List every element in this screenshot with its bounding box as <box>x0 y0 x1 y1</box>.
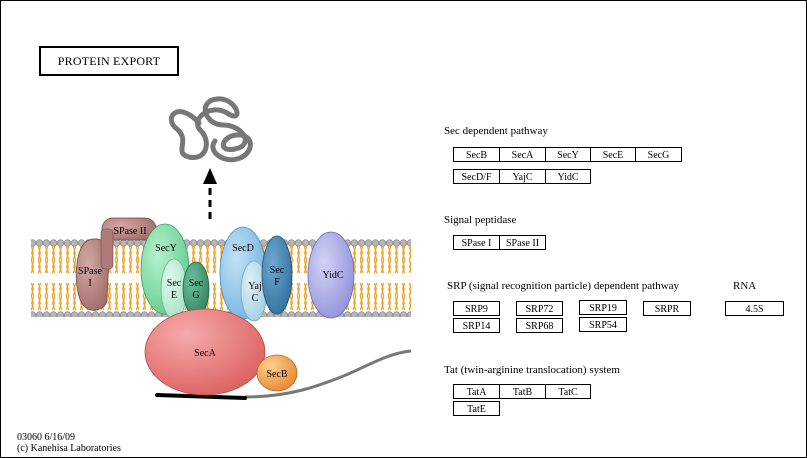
label-secy: SecY <box>155 243 177 254</box>
label-secb: SecB <box>266 369 287 380</box>
protein-export-diagram: SPase II SPase I SecY Sec E Sec G SecD Y… <box>31 96 412 400</box>
gene-srp72[interactable]: SRP72 <box>516 301 563 316</box>
label-yajc-b: C <box>252 293 259 304</box>
copyright: (c) Kanehisa Laboratories <box>17 443 121 454</box>
label-spase1-a: SPase <box>78 266 102 277</box>
label-yajc-a: Yaj <box>248 281 261 292</box>
label-secf-a: Sec <box>270 265 285 276</box>
protein-yidc[interactable] <box>307 231 355 319</box>
gene-secy[interactable]: SecY <box>545 147 591 162</box>
gene-tate[interactable]: TatE <box>453 401 500 416</box>
label-secf-b: F <box>274 277 280 288</box>
protein-seca[interactable] <box>144 308 266 396</box>
gene-yidc[interactable]: YidC <box>545 169 591 184</box>
protein-secb[interactable] <box>256 354 298 392</box>
gene-srp9[interactable]: SRP9 <box>453 301 500 316</box>
label-spase1-b: I <box>88 278 91 289</box>
label-secd: SecD <box>232 243 254 254</box>
protein-secg[interactable] <box>182 261 210 317</box>
gene-4-5s[interactable]: 4.5S <box>725 301 784 316</box>
gene-secdf[interactable]: SecD/F <box>453 169 500 184</box>
section-label-sec: Sec dependent pathway <box>444 125 548 137</box>
gene-yajc[interactable]: YajC <box>499 169 546 184</box>
gene-spase2[interactable]: SPase II <box>499 235 546 250</box>
section-label-spase: Signal peptidase <box>444 214 517 226</box>
gene-tata[interactable]: TatA <box>453 384 500 399</box>
protein-secf[interactable] <box>261 235 293 315</box>
gene-secg[interactable]: SecG <box>635 147 682 162</box>
gene-tatc[interactable]: TatC <box>545 384 591 399</box>
gene-spase1[interactable]: SPase I <box>453 235 500 250</box>
label-seca: SecA <box>194 348 216 359</box>
gene-sece[interactable]: SecE <box>590 147 636 162</box>
label-sece-b: E <box>171 290 177 301</box>
nascent-peptide <box>244 349 412 399</box>
section-label-tat: Tat (twin-arginine translocation) system <box>444 364 620 376</box>
map-title: PROTEIN EXPORT <box>39 46 179 76</box>
export-arrow-head <box>203 168 217 184</box>
label-spase2: SPase II <box>113 226 146 237</box>
label-yidc: YidC <box>322 270 343 281</box>
label-sece-a: Sec <box>167 278 182 289</box>
map-id-date: 03060 6/16/09 <box>17 432 76 443</box>
gene-secb[interactable]: SecB <box>453 147 500 162</box>
gene-srpr[interactable]: SRPR <box>643 301 691 316</box>
exported-protein <box>169 96 253 163</box>
section-label-rna: RNA <box>733 280 757 292</box>
nascent-peptide-black <box>155 393 247 400</box>
gene-srp68[interactable]: SRP68 <box>516 318 563 333</box>
section-label-srp: SRP (signal recognition particle) depend… <box>447 280 680 292</box>
gene-srp14[interactable]: SRP14 <box>453 318 500 333</box>
gene-srp54[interactable]: SRP54 <box>579 317 627 332</box>
label-secg-b: G <box>192 290 199 301</box>
gene-seca[interactable]: SecA <box>499 147 546 162</box>
gene-tatb[interactable]: TatB <box>499 384 546 399</box>
label-secg-a: Sec <box>189 278 204 289</box>
gene-srp19[interactable]: SRP19 <box>579 300 627 315</box>
